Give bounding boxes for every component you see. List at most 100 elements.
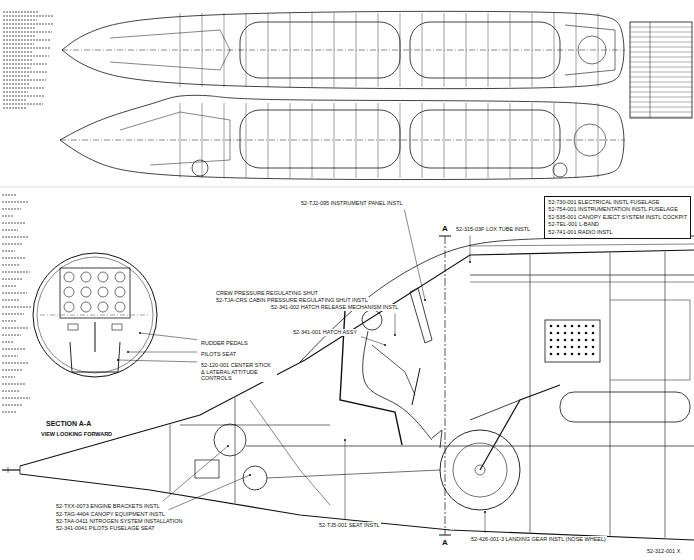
connector-pin <box>550 353 553 356</box>
frame-line <box>444 103 445 178</box>
connector-pin <box>564 346 567 349</box>
rudder-pedal <box>112 324 122 330</box>
connector-pin <box>557 325 560 328</box>
table-rule <box>630 82 692 83</box>
gauge-symbol <box>81 287 91 297</box>
note-mark <box>3 83 29 84</box>
part-callout: 52-TXX-0073 ENGINE BRACKETS INSTL <box>55 503 161 510</box>
connector-pin <box>578 339 581 342</box>
frame-line <box>312 13 313 87</box>
part-callout: 52-341-0041 PILOTS FUSELAGE SEAT <box>55 525 156 532</box>
note-mark <box>3 51 33 52</box>
frame-line <box>224 103 225 178</box>
section-outline <box>33 253 157 377</box>
note-mark <box>3 19 37 20</box>
frame-line <box>202 103 203 178</box>
plumbing-line <box>267 470 440 478</box>
connector-pin <box>571 332 574 335</box>
part-callout: 52-315-03F LOX TUBE INSTL <box>455 226 531 233</box>
pitot-tick <box>8 467 9 473</box>
note-mark <box>2 229 18 230</box>
table-rule <box>630 107 692 108</box>
fuselage-upper-contour <box>20 250 694 466</box>
engine-ring <box>574 124 606 156</box>
note-mark <box>2 215 14 216</box>
center-line <box>40 315 150 316</box>
connector-pin <box>571 325 574 328</box>
leader-line <box>169 475 250 510</box>
table-rule <box>650 22 651 118</box>
connector-pin <box>564 325 567 328</box>
connector-pin <box>557 332 560 335</box>
frame-line <box>510 13 511 87</box>
pilot-arm <box>372 345 415 395</box>
seat-outline <box>70 342 120 372</box>
plumbing-line <box>470 275 694 276</box>
note-mark <box>3 23 53 24</box>
frame-line <box>290 13 291 87</box>
note-mark <box>2 376 15 377</box>
note-mark <box>3 103 43 104</box>
frame-line <box>170 425 171 493</box>
leader-line <box>163 446 228 501</box>
note-mark <box>2 341 14 342</box>
tank-outline <box>410 110 560 168</box>
gauge-symbol <box>115 287 125 297</box>
cockpit-equipment <box>120 112 230 165</box>
table-rule <box>630 77 692 78</box>
note-mark <box>3 79 46 80</box>
note-mark <box>3 43 34 44</box>
table-rule <box>630 27 692 28</box>
equipment-panel <box>545 320 600 362</box>
note-mark <box>2 327 28 328</box>
table-rule <box>630 72 692 73</box>
connector-pin <box>585 325 588 328</box>
frame-line <box>530 255 531 533</box>
leader-line <box>140 333 197 340</box>
section-inner-skin <box>37 257 153 373</box>
frame-line <box>356 13 357 87</box>
gauge-symbol <box>81 272 91 282</box>
connector-pin <box>592 353 595 356</box>
note-mark <box>2 201 28 202</box>
note-mark <box>3 71 47 72</box>
plumbing-line <box>246 446 694 447</box>
gauge-symbol <box>98 272 108 282</box>
engine-ring <box>578 36 606 64</box>
frame-line <box>334 13 335 87</box>
part-callout: 52-TJ5-001 SEAT INSTL <box>318 522 381 529</box>
note-mark <box>2 390 19 391</box>
connector-pin <box>585 339 588 342</box>
table-rule <box>630 52 692 53</box>
note-mark <box>3 99 27 100</box>
note-mark <box>2 236 29 237</box>
structure-line <box>250 400 330 505</box>
table-rule <box>630 47 692 48</box>
frame-line <box>444 13 445 87</box>
connector-pin <box>550 346 553 349</box>
table-rule <box>630 57 692 58</box>
frame-line <box>576 103 577 178</box>
engine-mount <box>565 25 615 75</box>
connector-pin <box>557 346 560 349</box>
table-rule <box>630 62 692 63</box>
title-block <box>630 22 692 118</box>
note-mark <box>2 208 21 209</box>
note-mark <box>2 397 30 398</box>
note-mark <box>2 292 27 293</box>
sphere-bottle <box>214 424 246 456</box>
frame-line <box>598 13 599 87</box>
control-stick <box>412 368 420 405</box>
cockpit-equipment <box>110 30 230 70</box>
note-mark <box>2 250 15 251</box>
frame-line <box>334 103 335 178</box>
gauge-symbol <box>81 302 91 312</box>
note-mark <box>2 299 20 300</box>
connector-pin <box>550 325 553 328</box>
note-mark <box>2 411 16 412</box>
section-marker: A <box>441 538 449 548</box>
table-rule <box>630 117 692 118</box>
connector-pin <box>571 346 574 349</box>
note-mark <box>3 35 35 36</box>
